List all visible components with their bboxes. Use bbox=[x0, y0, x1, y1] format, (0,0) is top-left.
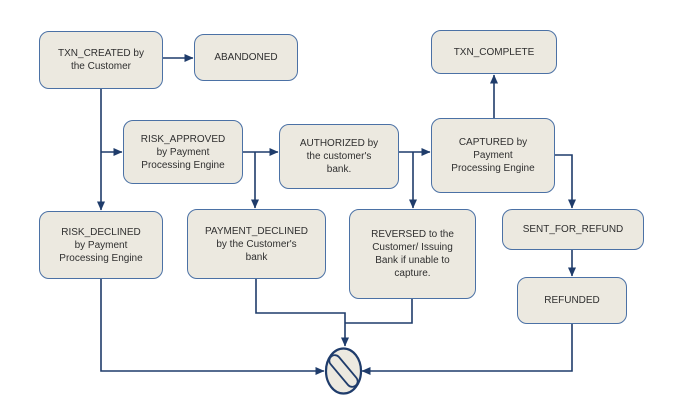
node-refunded-label: REFUNDED bbox=[544, 295, 600, 306]
edge-reversed-end bbox=[345, 299, 413, 324]
end-terminate-node bbox=[324, 347, 363, 395]
node-authorized: AUTHORIZED by the customer's bank. bbox=[279, 124, 399, 189]
node-captured-label: CAPTURED by Payment Processing Engine bbox=[451, 137, 535, 174]
node-reversed-label: REVERSED to the Customer/ Issuing Bank i… bbox=[371, 229, 454, 279]
node-risk-declined-label: RISK_DECLINED by Payment Processing Engi… bbox=[59, 226, 143, 264]
node-payment-declined-label: PAYMENT_DECLINED by the Customer's bank bbox=[205, 225, 308, 263]
node-abandoned: ABANDONED bbox=[194, 34, 298, 81]
node-risk-declined: RISK_DECLINED by Payment Processing Engi… bbox=[39, 211, 163, 279]
edge-risk-declined-end bbox=[100, 279, 325, 375]
node-authorized-label: AUTHORIZED by the customer's bank. bbox=[299, 138, 379, 175]
node-risk-approved-label: RISK_APPROVED by Payment Processing Engi… bbox=[140, 133, 226, 171]
edge-payment-declined-end bbox=[255, 279, 349, 347]
node-refunded: REFUNDED bbox=[517, 277, 627, 324]
node-risk-approved: RISK_APPROVED by Payment Processing Engi… bbox=[123, 120, 243, 184]
node-abandoned-label: ABANDONED bbox=[214, 52, 278, 63]
node-sent-for-refund-label: SENT_FOR_REFUND bbox=[522, 224, 624, 235]
edge-captured-sent-for-refund bbox=[555, 154, 576, 209]
node-txn-complete: TXN_COMPLETE bbox=[431, 30, 557, 74]
node-txn-complete-label: TXN_COMPLETE bbox=[453, 46, 535, 58]
node-sent-for-refund: SENT_FOR_REFUND bbox=[502, 209, 644, 250]
edge-refunded-end bbox=[361, 324, 573, 375]
node-txn-created-label: TXN_CREATED by the Customer bbox=[58, 48, 144, 72]
node-payment-declined: PAYMENT_DECLINED by the Customer's bank bbox=[187, 209, 326, 279]
node-txn-created: TXN_CREATED by the Customer bbox=[39, 31, 163, 89]
terminate-slash-icon bbox=[328, 354, 359, 388]
node-captured: CAPTURED by Payment Processing Engine bbox=[431, 118, 555, 193]
node-reversed: REVERSED to the Customer/ Issuing Bank i… bbox=[349, 209, 476, 299]
